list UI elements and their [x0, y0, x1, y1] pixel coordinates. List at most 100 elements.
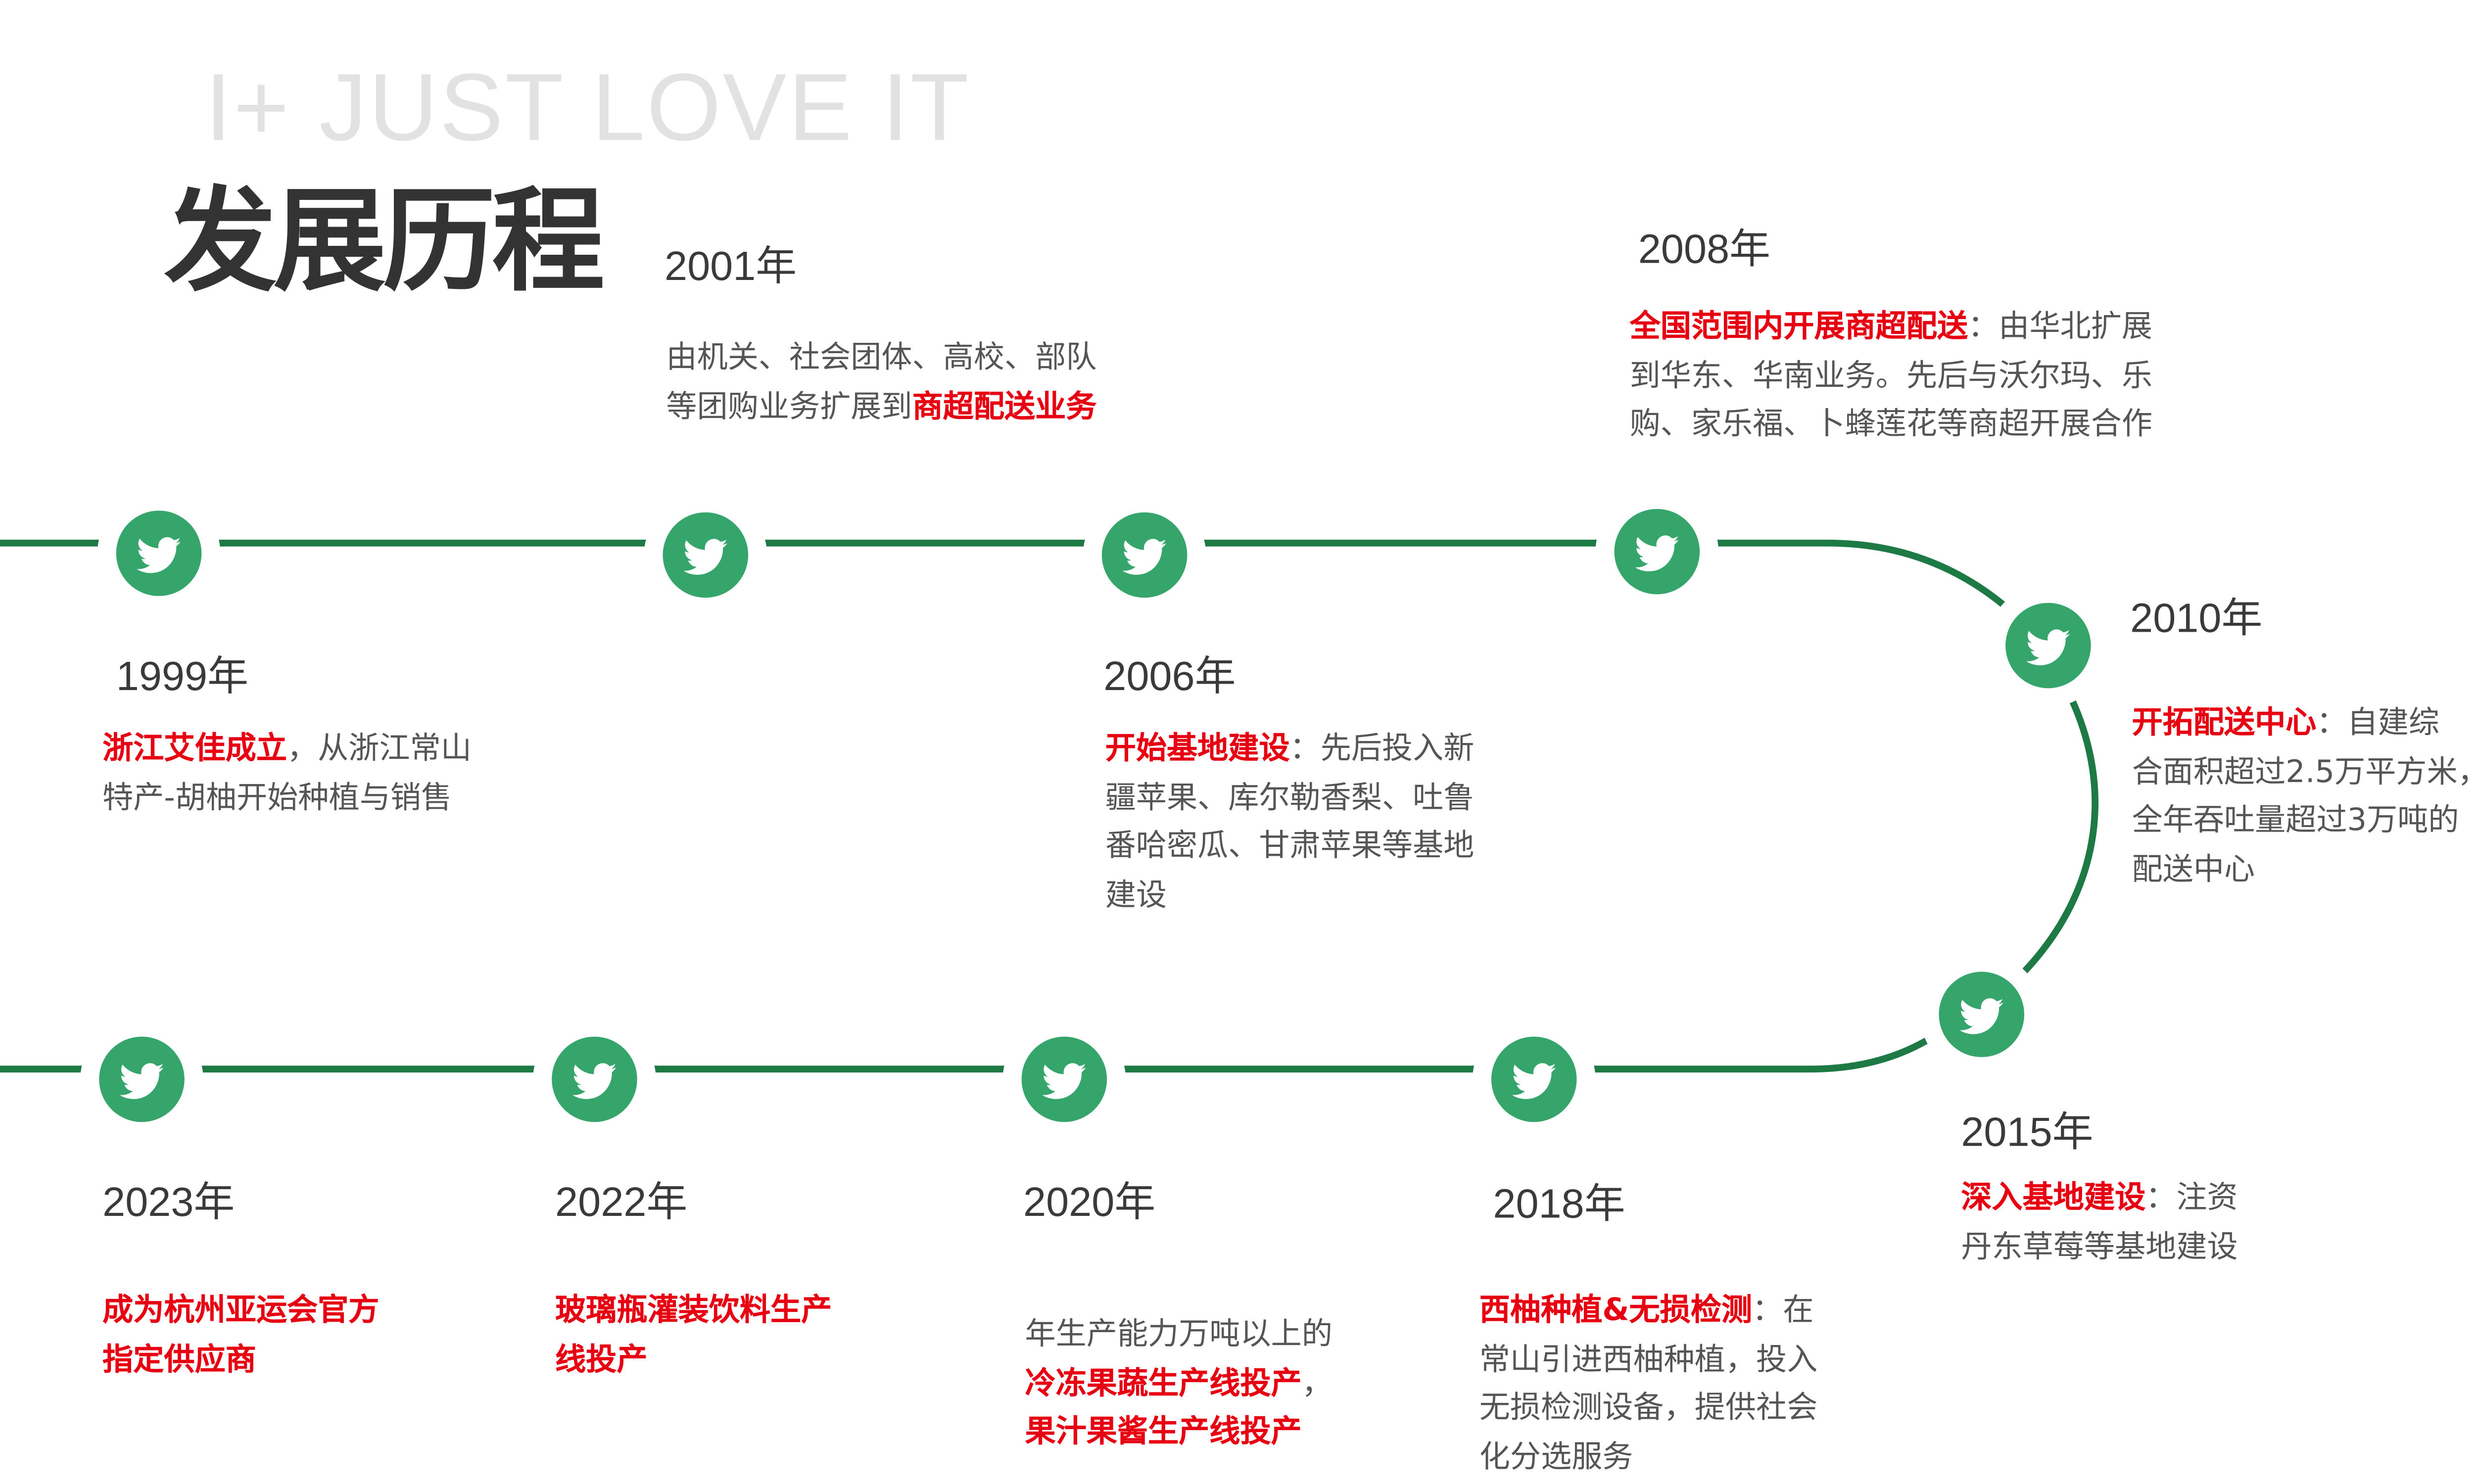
twitter-bird-icon [119, 1063, 164, 1099]
event-year: 2022年 [555, 1180, 688, 1226]
timeline-node [533, 1018, 656, 1141]
description-line: 等团购业务扩展到商超配送业务 [666, 383, 1096, 432]
description-line: 指定供应商 [102, 1337, 379, 1385]
timeline-line [0, 539, 2099, 1073]
event-year: 2010年 [2130, 596, 2263, 643]
highlight-text: 开始基地建设 [1105, 731, 1290, 767]
description-line: 浙江艾佳成立，从浙江常山 [102, 726, 472, 774]
twitter-bird-icon [1959, 998, 2004, 1034]
event-description: 开始基地建设：先后投入新疆苹果、库尔勒香梨、吐鲁番哈密瓜、甘肃苹果等基地建设 [1105, 726, 1475, 921]
highlight-text: 商超配送业务 [912, 388, 1097, 424]
body-text: ：注资 [2145, 1180, 2238, 1216]
page-title: 发展历程 [164, 176, 605, 308]
event-description: 浙江艾佳成立，从浙江常山特产-胡柚开始种植与销售 [102, 726, 472, 823]
timeline-node [1472, 1018, 1596, 1141]
event-description: 全国范围内开展商超配送：由华北扩展到华东、华南业务。先后与沃尔玛、乐购、家乐福、… [1630, 304, 2152, 450]
description-line: 到华东、华南业务。先后与沃尔玛、乐 [1630, 353, 2152, 401]
highlight-text: 线投产 [555, 1341, 648, 1378]
body-text: ：由华北扩展 [1968, 309, 2153, 345]
timeline-node [644, 493, 767, 617]
body-text: 疆苹果、库尔勒香梨、吐鲁 [1105, 780, 1475, 816]
description-line: 疆苹果、库尔勒香梨、吐鲁 [1105, 775, 1475, 823]
timeline-node [1002, 1018, 1126, 1141]
body-text: 配送中心 [2132, 851, 2255, 887]
description-line: 建设 [1105, 872, 1475, 920]
description-line: 全国范围内开展商超配送：由华北扩展 [1630, 304, 2152, 353]
timeline-node [1083, 493, 1206, 617]
description-line: 配送中心 [2132, 846, 2474, 895]
description-line: 开始基地建设：先后投入新 [1105, 726, 1475, 774]
description-line: 深入基地建设：注资 [1961, 1175, 2237, 1223]
description-line: 合面积超过2.5万平方米， [2132, 749, 2474, 797]
body-text: 丹东草莓等基地建设 [1961, 1229, 2238, 1265]
highlight-text: 玻璃瓶灌装饮料生产 [555, 1293, 832, 1329]
event-year: 2001年 [664, 244, 797, 290]
description-line: 线投产 [555, 1337, 832, 1385]
body-text: ，从浙江常山 [287, 731, 472, 767]
timeline-node [97, 492, 221, 615]
description-line: 西柚种植&无损检测：在 [1479, 1288, 1818, 1336]
highlight-text: 指定供应商 [102, 1341, 256, 1378]
description-line: 番哈密瓜、甘肃苹果等基地 [1105, 823, 1475, 872]
description-line: 由机关、社会团体、高校、部队 [666, 335, 1096, 383]
description-line: 年生产能力万吨以上的 [1025, 1311, 1332, 1360]
description-line: 成为杭州亚运会官方 [102, 1288, 379, 1336]
event-description: 成为杭州亚运会官方指定供应商 [102, 1288, 379, 1385]
event-year: 2015年 [1961, 1110, 2093, 1157]
body-text: 常山引进西柚种植，投入 [1479, 1341, 1818, 1378]
description-line: 丹东草莓等基地建设 [1961, 1224, 2237, 1272]
body-text: 由机关、社会团体、高校、部队 [666, 340, 1097, 376]
twitter-bird-icon [137, 537, 181, 573]
twitter-bird-icon [2026, 629, 2071, 665]
ghost-slogan: I+ JUST LOVE IT [205, 53, 971, 161]
twitter-bird-icon [1042, 1063, 1087, 1099]
description-line: 常山引进西柚种植，投入 [1479, 1337, 1818, 1385]
body-text: 年生产能力万吨以上的 [1025, 1316, 1332, 1353]
body-text: ， [1301, 1365, 1332, 1401]
event-description: 由机关、社会团体、高校、部队等团购业务扩展到商超配送业务 [666, 335, 1096, 432]
highlight-text: 西柚种植&无损检测 [1479, 1293, 1753, 1329]
event-year: 2020年 [1023, 1180, 1156, 1226]
body-text: 建设 [1105, 877, 1167, 913]
description-line: 冷冻果蔬生产线投产， [1025, 1360, 1332, 1409]
event-description: 深入基地建设：注资丹东草莓等基地建设 [1961, 1175, 2237, 1272]
body-text: 全年吞吐量超过3万吨的 [2132, 802, 2459, 839]
body-text: ：自建综 [2316, 705, 2440, 742]
twitter-bird-icon [1122, 539, 1167, 575]
body-text: 化分选服务 [1479, 1438, 1633, 1475]
description-line: 开拓配送中心：自建综 [2132, 700, 2474, 748]
timeline-node [1987, 584, 2110, 707]
event-description: 玻璃瓶灌装饮料生产线投产 [555, 1288, 832, 1385]
description-line: 果汁果酱生产线投产 [1025, 1409, 1332, 1457]
body-text: 特产-胡柚开始种植与销售 [102, 780, 452, 816]
body-text: 无损检测设备，提供社会 [1479, 1390, 1818, 1426]
description-line: 特产-胡柚开始种植与销售 [102, 775, 472, 823]
highlight-text: 成为杭州亚运会官方 [102, 1293, 380, 1329]
event-year: 1999年 [116, 654, 248, 700]
twitter-bird-icon [1512, 1063, 1556, 1099]
body-text: ：先后投入新 [1289, 731, 1475, 767]
timeline-node [1595, 490, 1719, 613]
body-text: 合面积超过2.5万平方米， [2132, 754, 2474, 790]
body-text: 等团购业务扩展到 [666, 388, 912, 424]
event-year: 2023年 [102, 1180, 235, 1226]
description-line: 全年吞吐量超过3万吨的 [2132, 797, 2474, 846]
event-description: 年生产能力万吨以上的冷冻果蔬生产线投产， 果汁果酱生产线投产 [1025, 1311, 1332, 1457]
highlight-text: 开拓配送中心 [2132, 705, 2317, 742]
timeline-node [80, 1018, 203, 1141]
description-line: 玻璃瓶灌装饮料生产 [555, 1288, 832, 1336]
twitter-bird-icon [683, 539, 728, 575]
body-text: 番哈密瓜、甘肃苹果等基地 [1105, 828, 1475, 864]
event-year: 2008年 [1638, 227, 1771, 274]
description-line: 购、家乐福、卜蜂莲花等商超开展合作 [1630, 401, 2152, 450]
event-year: 2006年 [1103, 654, 1236, 700]
timeline-node [1920, 953, 2044, 1076]
description-line: 无损检测设备，提供社会 [1479, 1385, 1818, 1434]
highlight-text: 浙江艾佳成立 [102, 731, 287, 767]
twitter-bird-icon [1634, 535, 1679, 571]
body-text: 购、家乐福、卜蜂莲花等商超开展合作 [1629, 406, 2153, 443]
body-text: ：在 [1752, 1293, 1814, 1329]
highlight-text: 全国范围内开展商超配送 [1629, 309, 1968, 345]
highlight-text: 果汁果酱生产线投产 [1025, 1414, 1302, 1450]
